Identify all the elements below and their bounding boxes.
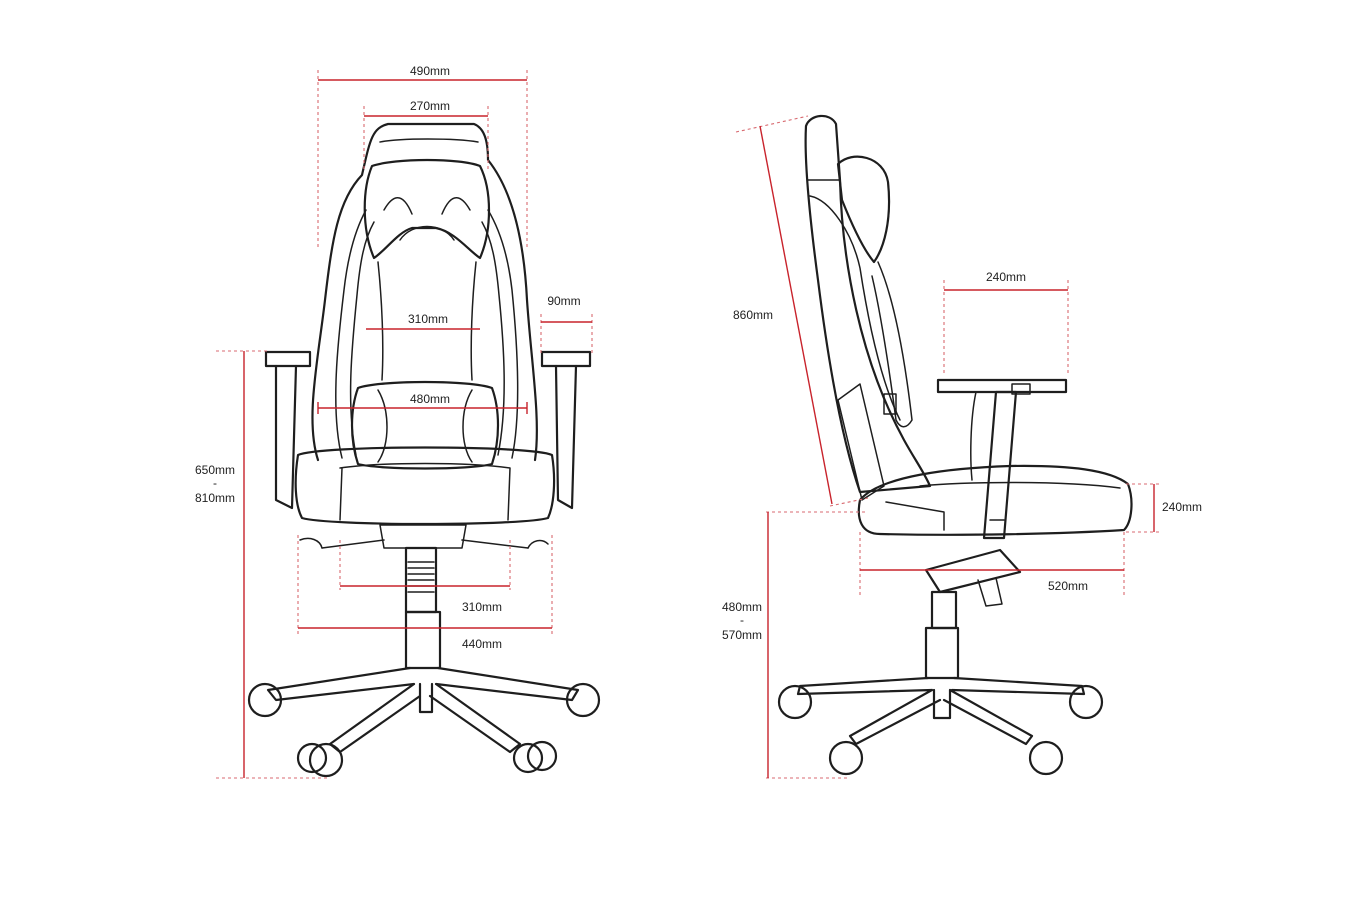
side-seat-bolster bbox=[885, 481, 1121, 531]
dim-overall-width-label: 490mm bbox=[410, 64, 450, 78]
front-mechanism bbox=[299, 524, 549, 549]
dim-backrest-height-line bbox=[759, 125, 833, 505]
dim-backrest-width-label: 310mm bbox=[408, 312, 448, 326]
front-lumbar-pillow bbox=[350, 380, 500, 470]
front-view-chair bbox=[247, 122, 601, 778]
dim-armrest-height-min-label: 650mm bbox=[195, 463, 235, 477]
dim-lumbar-width-label: 480mm bbox=[410, 392, 450, 406]
dim-backrest-height-label: 860mm bbox=[733, 308, 773, 322]
dim-armrest-height-max-label: 810mm bbox=[195, 491, 235, 505]
side-caster-front-left bbox=[828, 740, 864, 776]
front-seat bbox=[294, 446, 556, 526]
front-armrest-right-pad bbox=[540, 350, 592, 368]
side-view-dimensions: 860mm 240mm 240mm 520mm 480mm - 570mm bbox=[722, 115, 1202, 779]
side-armrest-pad bbox=[936, 378, 1068, 394]
dim-seat-height-min-label: 480mm bbox=[722, 600, 762, 614]
side-mechanism bbox=[924, 548, 1022, 594]
front-backrest-outline bbox=[311, 122, 538, 462]
side-headrest-pillow bbox=[836, 155, 891, 264]
front-backrest-channel-left2 bbox=[349, 221, 375, 456]
front-caster-front-left-b bbox=[308, 742, 344, 778]
front-cylinder-sleeve bbox=[404, 610, 442, 670]
dim-armrest-width-label: 90mm bbox=[547, 294, 580, 308]
side-cylinder-sleeve bbox=[924, 626, 960, 680]
side-armrest-post bbox=[982, 390, 1018, 540]
side-caster-back bbox=[777, 684, 813, 720]
front-star-base bbox=[266, 666, 580, 754]
front-caster-left bbox=[247, 682, 283, 718]
side-armrest-button bbox=[1011, 383, 1031, 395]
front-backrest-channel-right2 bbox=[481, 221, 505, 456]
front-gas-cylinder-bellows bbox=[407, 561, 435, 593]
dim-armrest-height-sep: - bbox=[213, 476, 217, 490]
front-seat-cushion bbox=[339, 462, 511, 521]
front-caster-front-left-a bbox=[296, 742, 328, 774]
side-backrest bbox=[804, 114, 932, 494]
front-headrest-top bbox=[379, 138, 479, 143]
dim-seat-height-max-label: 570mm bbox=[722, 628, 762, 642]
side-star-base bbox=[796, 676, 1086, 746]
front-caster-right bbox=[565, 682, 601, 718]
side-seat bbox=[857, 464, 1133, 536]
front-armrest-left-pad bbox=[264, 350, 312, 368]
front-armrest-right-post bbox=[554, 364, 578, 510]
dim-seat-depth-label: 520mm bbox=[1048, 579, 1088, 593]
front-backrest-channel-right bbox=[487, 209, 519, 459]
side-lumbar-pillow bbox=[871, 261, 913, 428]
front-lumbar-pillow-wings bbox=[377, 389, 473, 463]
side-armrest-support bbox=[970, 391, 1005, 521]
front-headrest-pillow-inner bbox=[383, 197, 471, 241]
front-caster-front-right-b bbox=[526, 740, 558, 772]
front-caster-front-right-a bbox=[512, 742, 544, 774]
dim-seat-thickness-label: 240mm bbox=[1162, 500, 1202, 514]
dim-armrest-length-label: 240mm bbox=[986, 270, 1026, 284]
side-backrest-bolster bbox=[807, 179, 901, 421]
front-backrest-center-panel bbox=[377, 261, 477, 381]
front-armrest-left-post bbox=[274, 364, 298, 510]
side-caster-front bbox=[1068, 684, 1104, 720]
dim-headrest-width-label: 270mm bbox=[410, 99, 450, 113]
front-view-dimensions: 490mm 270mm 310mm 480mm 90mm 650mm - 810… bbox=[195, 64, 593, 779]
dim-base-outer-label: 440mm bbox=[462, 637, 502, 651]
front-backrest-channel-left bbox=[335, 209, 367, 459]
dim-seat-height-sep: - bbox=[740, 613, 744, 627]
side-tilt-knob bbox=[977, 577, 1003, 607]
front-tilt-lever bbox=[321, 539, 529, 549]
front-headrest-pillow bbox=[363, 158, 491, 260]
side-caster-front-right bbox=[1028, 740, 1064, 776]
side-recline-plate bbox=[837, 383, 897, 501]
side-view-chair bbox=[777, 114, 1133, 776]
dim-base-inner-label: 310mm bbox=[462, 600, 502, 614]
side-gas-cylinder bbox=[930, 590, 958, 630]
